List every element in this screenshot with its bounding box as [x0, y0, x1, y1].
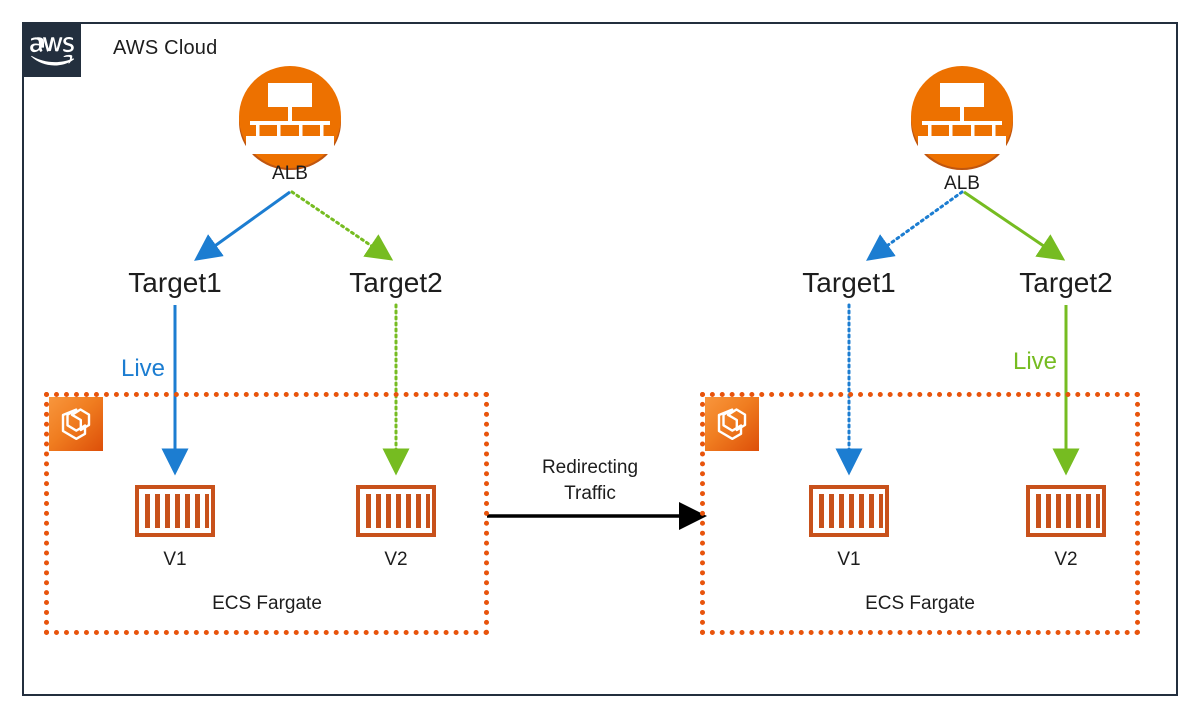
link-alb-to-target2-after	[963, 190, 1066, 261]
aws-logo-icon	[30, 36, 74, 66]
ecs-fargate-icon	[717, 408, 747, 440]
container-icon-v2-before	[356, 485, 436, 537]
alb-label-before: ALB	[272, 163, 308, 184]
container-icon-v2-after	[1026, 485, 1106, 537]
redirecting-traffic-label: Redirecting Traffic	[490, 455, 690, 506]
container-icon-v1-after	[809, 485, 889, 537]
container-icon-v1-before	[135, 485, 215, 537]
alb-label-after: ALB	[944, 173, 980, 194]
target2-label-before: Target2	[349, 267, 443, 298]
redirect-line-2: Traffic	[564, 482, 616, 504]
target1-label-before: Target1	[128, 267, 222, 298]
task-label-v2-after: V2	[1054, 549, 1078, 570]
ecs-fargate-badge-after	[705, 397, 759, 451]
task-label-v1-before: V1	[163, 549, 187, 570]
ecs-fargate-badge-before	[49, 397, 103, 451]
link-alb-to-target1-before	[194, 190, 291, 261]
aws-logo-badge	[23, 23, 81, 77]
link-alb-to-target1-after	[866, 190, 964, 261]
alb-icon-before	[239, 66, 341, 170]
task-label-v2-before: V2	[384, 549, 408, 570]
task-label-v1-after: V1	[837, 549, 861, 570]
ecs-fargate-label-after: ECS Fargate	[865, 593, 975, 614]
ecs-fargate-box-after	[700, 392, 1140, 635]
alb-icon-after	[911, 66, 1013, 170]
aws-cloud-label: AWS Cloud	[113, 37, 218, 59]
ecs-fargate-box-before	[44, 392, 489, 635]
link-alb-to-target2-before	[290, 190, 394, 261]
target2-label-after: Target2	[1019, 267, 1113, 298]
live-label-before: Live	[120, 355, 165, 382]
live-label-after: Live	[1012, 348, 1057, 375]
target1-label-after: Target1	[802, 267, 896, 298]
ecs-fargate-label-before: ECS Fargate	[212, 593, 322, 614]
redirect-line-1: Redirecting	[541, 457, 639, 478]
ecs-fargate-icon	[61, 408, 91, 440]
